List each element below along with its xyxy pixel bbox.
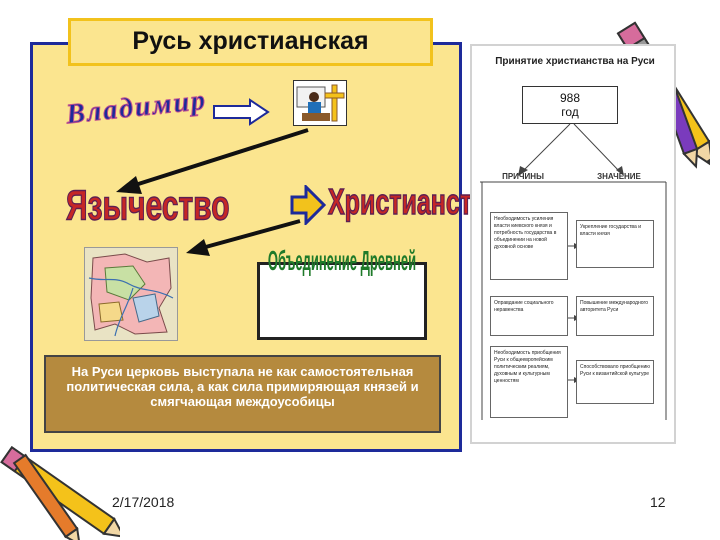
cause-cell: Необходимость приобщения Руси к общеевро… — [490, 346, 568, 418]
unity-box: Объединение Древней Руси — [257, 245, 427, 427]
cause-cell: Оправдание социального неравенства — [490, 296, 568, 336]
causes-heading: ПРИЧИНЫ — [502, 172, 544, 181]
meaning-heading: ЗНАЧЕНИЕ — [597, 172, 641, 181]
church-note-box: На Руси церковь выступала не как самосто… — [44, 355, 441, 433]
pencil-decoration-icon — [0, 445, 120, 540]
arrow-left-icon — [116, 128, 309, 194]
diagram-title: Принятие христианства на Руси — [495, 56, 655, 67]
arrow-right-icon — [213, 98, 270, 126]
meaning-cell: Укрепление государства и власти князя — [576, 220, 654, 268]
arrow-right-icon — [290, 185, 326, 225]
meaning-cell: Способствовало приобщению Руси к византи… — [576, 360, 654, 404]
year-word: год — [561, 105, 579, 119]
year-box: 988 год — [522, 86, 618, 124]
arrow-left-icon — [186, 219, 301, 256]
slide-date: 2/17/2018 — [112, 494, 175, 510]
slide-number: 12 — [650, 494, 666, 510]
page-title-text: Русь христианская — [132, 27, 369, 55]
cause-cell: Необходимость усиления власти киевского … — [490, 212, 568, 280]
paganism-wordart: Язычество — [66, 182, 231, 230]
page-title: Русь христианская — [68, 18, 433, 66]
map-of-rus-icon — [84, 247, 178, 341]
church-note-text: На Руси церковь выступала не как самосто… — [66, 364, 419, 409]
year-number: 988 — [559, 91, 581, 105]
meaning-cell: Повышение международного авторитета Руси — [576, 296, 654, 336]
unity-wordart: Объединение Древней Руси — [267, 244, 417, 428]
teacher-cross-icon — [293, 80, 347, 126]
